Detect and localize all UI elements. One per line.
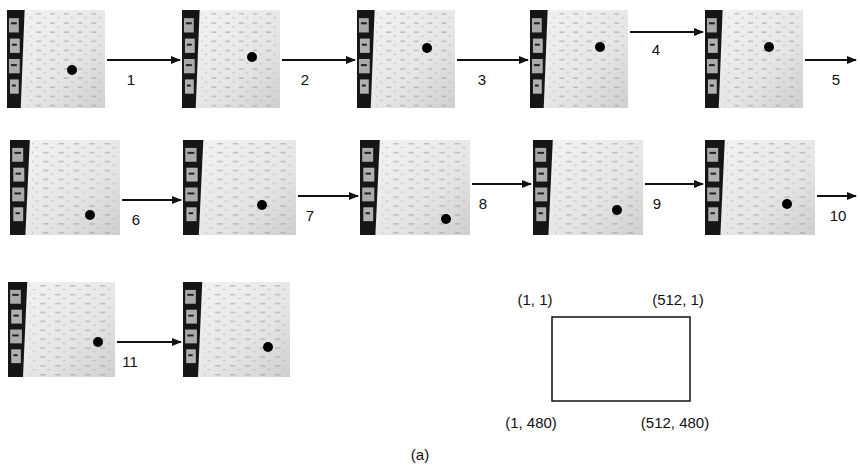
- coordinate-label: (1, 1): [517, 292, 552, 307]
- panel-label: (a): [411, 447, 429, 462]
- callout-number: 10: [830, 208, 847, 223]
- coordinate-label: (512, 480): [641, 415, 709, 430]
- callout-number: 3: [478, 72, 486, 87]
- callout-number: 5: [832, 72, 840, 87]
- callout-number: 8: [479, 196, 487, 211]
- coordinate-label: (1, 480): [505, 415, 557, 430]
- callout-number: 1: [127, 72, 135, 87]
- callout-number: 2: [301, 72, 309, 87]
- callout-number: 7: [306, 208, 314, 223]
- callout-number: 9: [653, 196, 661, 211]
- callout-number: 6: [132, 212, 140, 227]
- coordinate-label: (512, 1): [652, 292, 704, 307]
- callout-number: 4: [652, 42, 660, 57]
- callout-number: 11: [122, 354, 138, 369]
